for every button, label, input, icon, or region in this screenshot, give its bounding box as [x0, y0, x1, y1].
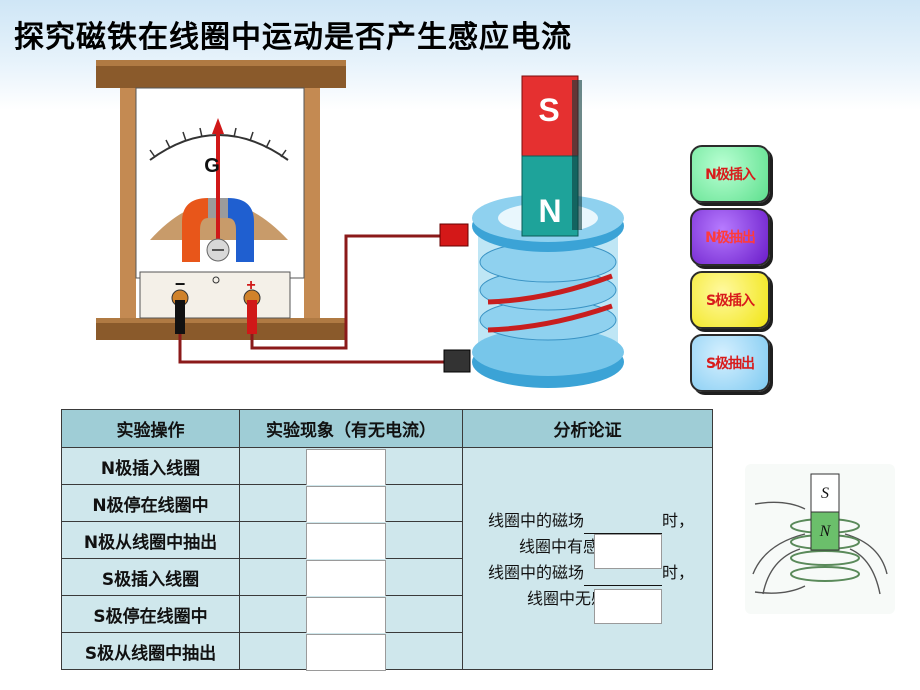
analysis-text: 线圈中的磁场时， 线圈中有感应电流； 线圈中的磁场时， 线圈中无感应电流	[471, 508, 711, 612]
table-row: S极停在线圈中	[61, 595, 713, 634]
answer-box[interactable]	[306, 523, 386, 560]
analysis-line1-b: 时，	[662, 511, 695, 530]
diagram-s-label: S	[821, 485, 829, 502]
table-row: S极从线圈中抽出	[61, 632, 713, 671]
apparatus-illustration: S N G − +	[96, 60, 624, 388]
answer-box[interactable]	[306, 449, 386, 486]
table-header-row: 实验操作 实验现象（有无电流） 分析论证	[61, 409, 713, 448]
n-extract-button[interactable]: N极抽出	[690, 208, 770, 266]
header-phenomenon: 实验现象（有无电流）	[239, 409, 463, 448]
answer-box[interactable]	[306, 597, 386, 634]
galvanometer	[96, 60, 346, 340]
plus-label: +	[246, 277, 255, 294]
phenomenon-cell	[239, 632, 463, 671]
answer-box[interactable]	[306, 560, 386, 597]
operation-cell: S极从线圈中抽出	[61, 632, 240, 670]
header-operation: 实验操作	[61, 409, 240, 448]
analysis-line4: 线圈中无感应电流	[526, 589, 655, 608]
operation-cell: S极插入线圈	[61, 558, 240, 596]
minus-label: −	[175, 274, 186, 294]
answer-box[interactable]	[306, 486, 386, 523]
analysis-line3-b: 时，	[662, 563, 695, 582]
phenomenon-cell	[239, 484, 463, 523]
analysis-line2: 线圈中有感应电流；	[518, 537, 663, 556]
operation-cell: N极停在线圈中	[61, 484, 240, 522]
page-title: 探究磁铁在线圈中运动是否产生感应电流	[14, 20, 572, 55]
answer-box[interactable]	[306, 634, 386, 671]
diagram-n-label: N	[819, 523, 832, 540]
analysis-answer-box-2[interactable]	[594, 589, 662, 624]
phenomenon-cell	[239, 558, 463, 597]
experiment-table: 实验操作 实验现象（有无电流） 分析论证 N极插入线圈 线圈中的磁场时， 线圈中…	[61, 409, 713, 671]
magnet-n-label: N	[538, 193, 561, 229]
operation-cell: N极从线圈中抽出	[61, 521, 240, 559]
header-analysis: 分析论证	[462, 409, 713, 448]
s-insert-button[interactable]: S极插入	[690, 271, 770, 329]
phenomenon-cell	[239, 447, 463, 486]
table-row: N极停在线圈中	[61, 484, 713, 523]
analysis-blank-2[interactable]	[584, 567, 662, 586]
analysis-line3-a: 线圈中的磁场	[487, 563, 584, 582]
meter-letter: G	[204, 155, 220, 177]
operation-cell: N极插入线圈	[61, 447, 240, 485]
operation-cell: S极停在线圈中	[61, 595, 240, 633]
bar-magnet	[521, 75, 582, 237]
analysis-cell: 线圈中的磁场时， 线圈中有感应电流； 线圈中的磁场时， 线圈中无感应电流	[462, 447, 713, 670]
phenomenon-cell	[239, 521, 463, 560]
n-insert-button[interactable]: N极插入	[690, 145, 770, 203]
table-row: N极插入线圈 线圈中的磁场时， 线圈中有感应电流； 线圈中的磁场时， 线圈中无感…	[61, 447, 713, 670]
analysis-line1-a: 线圈中的磁场	[487, 511, 584, 530]
s-extract-button[interactable]: S极抽出	[690, 334, 770, 392]
circuit-wires	[178, 234, 445, 364]
magnet-s-label: S	[538, 92, 559, 128]
phenomenon-cell	[239, 595, 463, 634]
field-diagram: S N	[745, 464, 895, 614]
field-diagram-svg: S N	[752, 473, 888, 595]
analysis-blank-1[interactable]	[584, 515, 662, 534]
analysis-answer-box-1[interactable]	[594, 534, 662, 569]
